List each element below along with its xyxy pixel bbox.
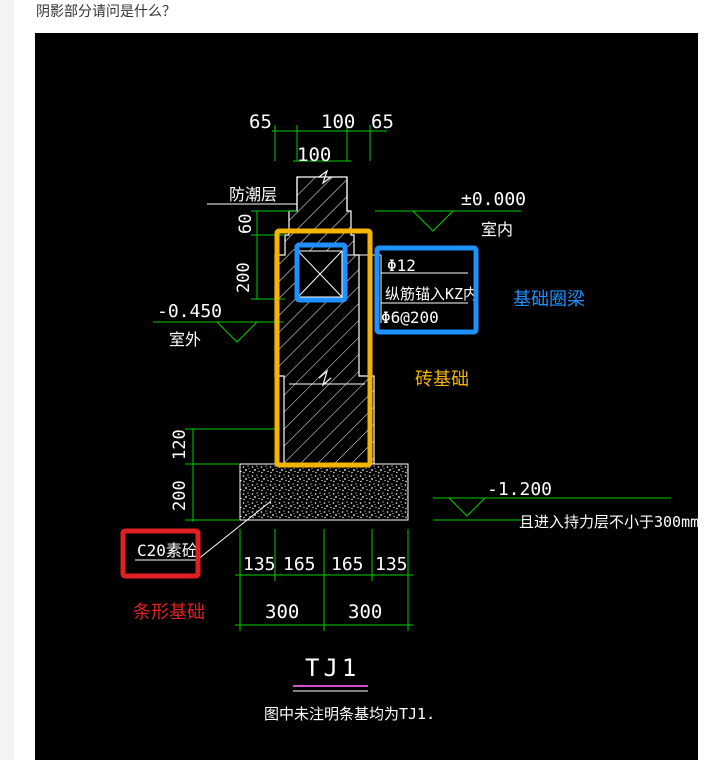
level-bottom-symbol xyxy=(433,497,671,521)
rebar-stirrup: Φ6@200 xyxy=(381,308,439,327)
red-highlight-box xyxy=(120,528,201,579)
dim-top-right: 65 xyxy=(371,111,394,133)
blue-highlight-box-notes xyxy=(374,245,479,335)
dim-top-middle: 100 xyxy=(321,111,355,133)
drawing-footnote: 图中未注明条基均为TJ1. xyxy=(264,705,435,723)
blue-highlight-box-beam xyxy=(294,242,348,303)
question-text: 阴影部分请问是什么？ xyxy=(36,4,176,20)
annotation-ring-beam: 基础圈梁 xyxy=(513,289,585,310)
drawing-title: TJ1 xyxy=(305,654,360,682)
dim-bottom-165-left: 165 xyxy=(283,554,316,575)
annotation-brick-foundation: 砖基础 xyxy=(415,369,469,390)
level-bottom-value: -1.200 xyxy=(487,479,552,500)
level-outdoor-symbol xyxy=(153,321,283,343)
level-outdoor-value: -0.450 xyxy=(157,301,222,322)
brick-wall-hatch xyxy=(274,169,375,465)
dim-half-right: 300 xyxy=(348,601,382,623)
left-gutter xyxy=(0,0,14,760)
dim-200-beam: 200 xyxy=(234,262,254,293)
rebar-main: Φ12 xyxy=(387,256,416,275)
bottom-dimension-lines xyxy=(235,529,413,631)
label-damp-proof-course: 防潮层 xyxy=(229,185,277,204)
annotation-strip-foundation: 条形基础 xyxy=(133,602,205,623)
dim-60: 60 xyxy=(236,214,256,234)
top-dimension-lines xyxy=(272,125,387,162)
label-indoor: 室内 xyxy=(481,220,513,239)
footing-dimension-lines xyxy=(185,428,275,522)
dim-wall-thickness: 100 xyxy=(297,144,331,166)
level-indoor-value: ±0.000 xyxy=(461,189,526,210)
dim-200-footing: 200 xyxy=(170,480,190,511)
concrete-grade-label: C20素砼 xyxy=(137,541,198,560)
rebar-anchor-note: 纵筋锚入KZ内 xyxy=(385,285,478,303)
bearing-layer-note: 且进入持力层不小于300mm xyxy=(519,513,698,531)
concrete-footing xyxy=(239,463,409,521)
orange-highlight-box xyxy=(274,228,373,468)
dim-half-left: 300 xyxy=(265,601,299,623)
dim-120: 120 xyxy=(170,429,190,460)
level-indoor-symbol xyxy=(375,210,521,232)
dim-bottom-165-right: 165 xyxy=(331,554,364,575)
cad-drawing-image: 65 100 65 100 防潮层 ±0.000 室内 60 200 Φ12 xyxy=(35,33,698,760)
dim-bottom-135-left: 135 xyxy=(243,554,276,575)
dim-bottom-135-right: 135 xyxy=(375,554,408,575)
dim-top-left: 65 xyxy=(249,111,272,133)
label-outdoor: 室外 xyxy=(169,330,201,349)
